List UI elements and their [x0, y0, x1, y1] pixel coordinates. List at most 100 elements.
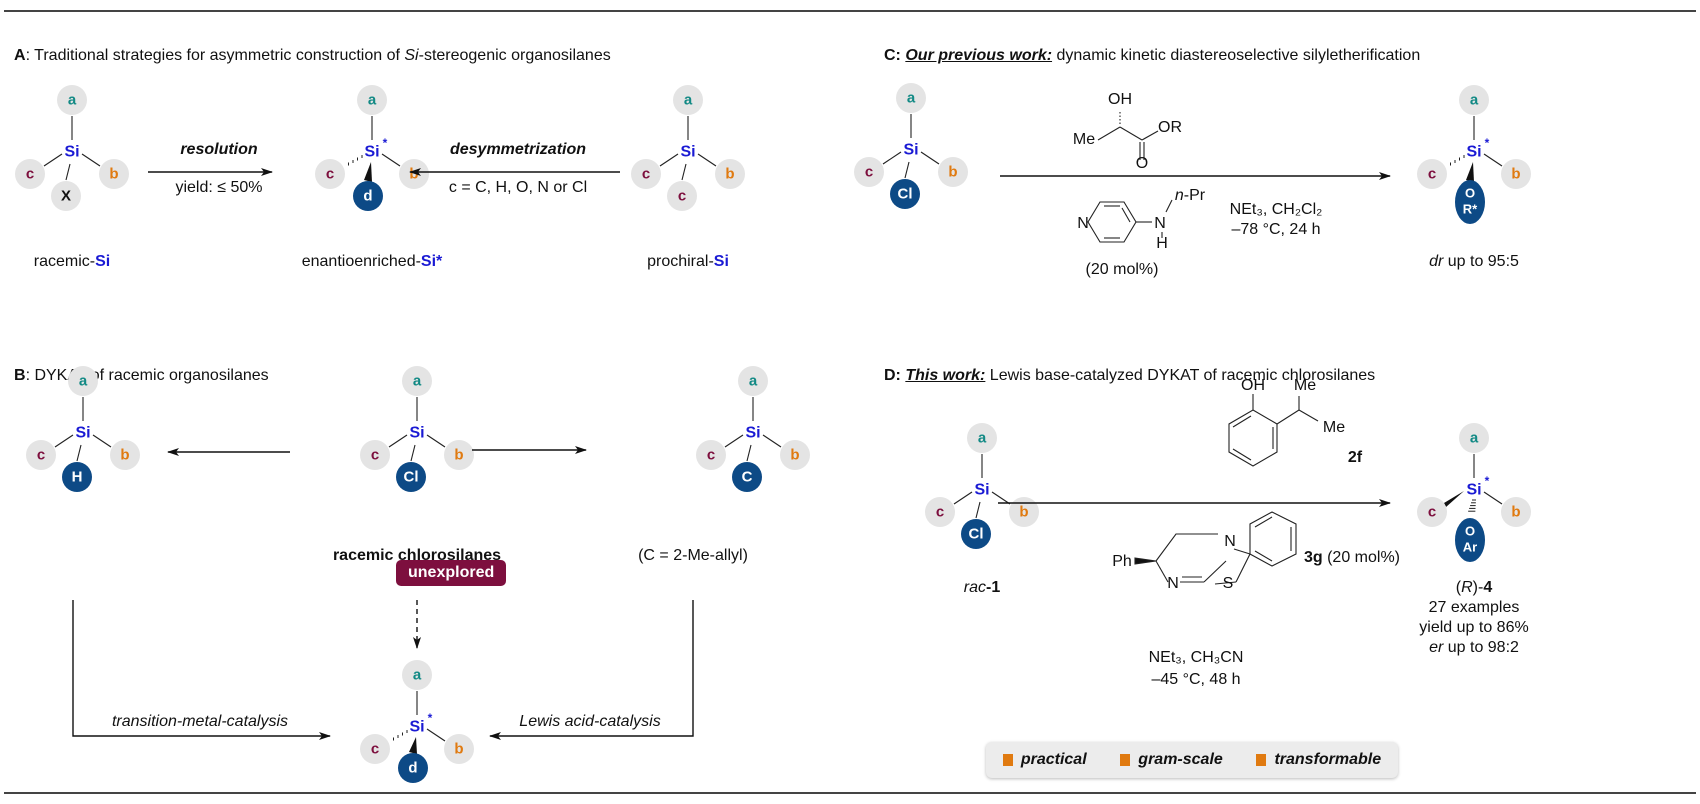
amine-n: N — [1154, 215, 1166, 232]
bond — [681, 163, 687, 181]
feature-label: practical — [1020, 751, 1087, 768]
substituent-b-node — [444, 440, 474, 470]
panel-a-title: A: Traditional strategies for asymmetric… — [14, 47, 611, 65]
er-stat: er up to 98:2 — [1429, 639, 1519, 656]
substituent-c-node — [696, 440, 726, 470]
substituent-a-node — [1459, 423, 1489, 453]
top-rule — [4, 10, 1696, 12]
silicon-label: Si — [903, 142, 918, 159]
yield-stat: yield up to 86% — [1419, 619, 1529, 636]
substituent-fourth-label: d — [408, 760, 417, 777]
lactate-o: O — [1135, 155, 1149, 172]
prochiral-label-si: Si — [713, 253, 729, 270]
bond — [92, 434, 112, 448]
substituent-a-label: a — [1470, 92, 1479, 109]
substituent-b-node — [780, 440, 810, 470]
stereocenter-asterisk: * — [1485, 136, 1490, 150]
substituent-fourth-node — [890, 179, 920, 209]
substituent-a-label: a — [368, 92, 377, 109]
substituent-fourth-label: H — [72, 469, 83, 486]
substituent-c-node — [26, 440, 56, 470]
substituent-c-label: c — [26, 166, 34, 183]
prochiral-label-text: prochiral- — [647, 253, 714, 270]
pyridine-n: N — [1077, 215, 1089, 232]
panel-c-conditions-1: NEt₃, CH₂Cl₂ — [1229, 201, 1323, 218]
amine-h: H — [1156, 235, 1168, 252]
substituent-a-label: a — [79, 373, 88, 390]
enantioenriched-si-label: enantioenriched-Si* — [302, 252, 443, 272]
panel-b-letter: B — [14, 367, 26, 384]
wedge-bond — [1444, 491, 1464, 507]
silicon-label: Si — [680, 144, 695, 161]
substituent-a-label: a — [749, 373, 758, 390]
wedge-bond — [364, 162, 372, 182]
substituent-a-node — [402, 660, 432, 690]
substituent-c-node — [1417, 497, 1447, 527]
enantio-label-text: enantioenriched- — [301, 253, 421, 270]
lactate-me: Me — [1072, 131, 1096, 148]
substituent-c-node — [15, 159, 45, 189]
panel-a-title-text: : Traditional strategies for asymmetric … — [25, 47, 405, 64]
panel-c-title-underlined: Our previous work: — [905, 47, 1053, 64]
substituent-fourth-label: Ar — [1463, 540, 1477, 555]
wedge-bond — [1466, 162, 1474, 182]
substituent-fourth-label: c — [678, 188, 686, 205]
reagent-2f-id: 2f — [1347, 449, 1363, 466]
panel-c-title-text: dynamic kinetic diastereoselective silyl… — [1052, 47, 1421, 64]
substituent-c-label: c — [37, 447, 45, 464]
catalyst-3g-label: 3g (20 mol%) — [1304, 548, 1400, 568]
bond — [65, 163, 71, 181]
catalyst-s: S — [1222, 575, 1234, 592]
product-r4-label: (R)-4 — [1455, 579, 1493, 596]
bond — [975, 501, 981, 519]
bond — [426, 728, 446, 742]
feature-label: transformable — [1274, 751, 1382, 768]
feature-transformable: transformable — [1256, 751, 1381, 769]
substituent-b-node — [1009, 497, 1039, 527]
substituent-fourth-label: Cl — [404, 469, 419, 486]
substituent-b-node — [110, 440, 140, 470]
substituent-a-label: a — [1470, 430, 1479, 447]
orange-square-icon — [1120, 754, 1131, 766]
substituent-c-node — [1417, 159, 1447, 189]
racemic-label-si: Si — [95, 253, 111, 270]
silicon-label: Si — [974, 482, 989, 499]
panel-a-title-post: -stereogenic organosilanes — [418, 47, 611, 64]
panel-c-title: C: Our previous work: dynamic kinetic di… — [884, 47, 1420, 65]
panel-d-conditions-2: –45 °C, 48 h — [1151, 671, 1241, 688]
panel-d-title-text: Lewis base-catalyzed DYKAT of racemic ch… — [985, 367, 1376, 384]
silicon-label: Si — [64, 144, 79, 161]
substituent-b-label: b — [120, 447, 129, 464]
substituent-b-label: b — [454, 447, 463, 464]
desymmetrization-note: c = C, H, O, N or Cl — [448, 179, 588, 196]
tm-catalysis-label: transition-metal-catalysis — [111, 713, 289, 730]
substituent-c-node — [360, 734, 390, 764]
prochiral-si-label: prochiral-Si — [647, 252, 729, 272]
substituent-fourth-label: Cl — [969, 526, 984, 543]
bond — [746, 444, 752, 462]
substituent-c-label: c — [936, 504, 944, 521]
molecules-layer: abcXSiabcdSi*abccSiabcHSiabcClSiabcCSiab… — [15, 83, 1531, 783]
panel-a-letter: A — [14, 47, 26, 64]
catalyst-n1: N — [1224, 533, 1236, 550]
silicon-label: Si — [409, 719, 424, 736]
substituent-a-node — [967, 423, 997, 453]
panel-c-conditions-2: –78 °C, 24 h — [1231, 221, 1321, 238]
substituent-b-label: b — [1019, 504, 1028, 521]
catalyst-3g-loading: (20 mol%) — [1322, 549, 1401, 566]
substituent-a-label: a — [907, 90, 916, 107]
bond — [697, 153, 717, 167]
substituent-b-label: b — [454, 741, 463, 758]
lactate-or: OR — [1158, 119, 1182, 136]
substituent-a-node — [738, 366, 768, 396]
substituent-b-node — [99, 159, 129, 189]
substituent-fourth-label: O — [1465, 524, 1475, 539]
phenol-me-1: Me — [1293, 377, 1317, 394]
